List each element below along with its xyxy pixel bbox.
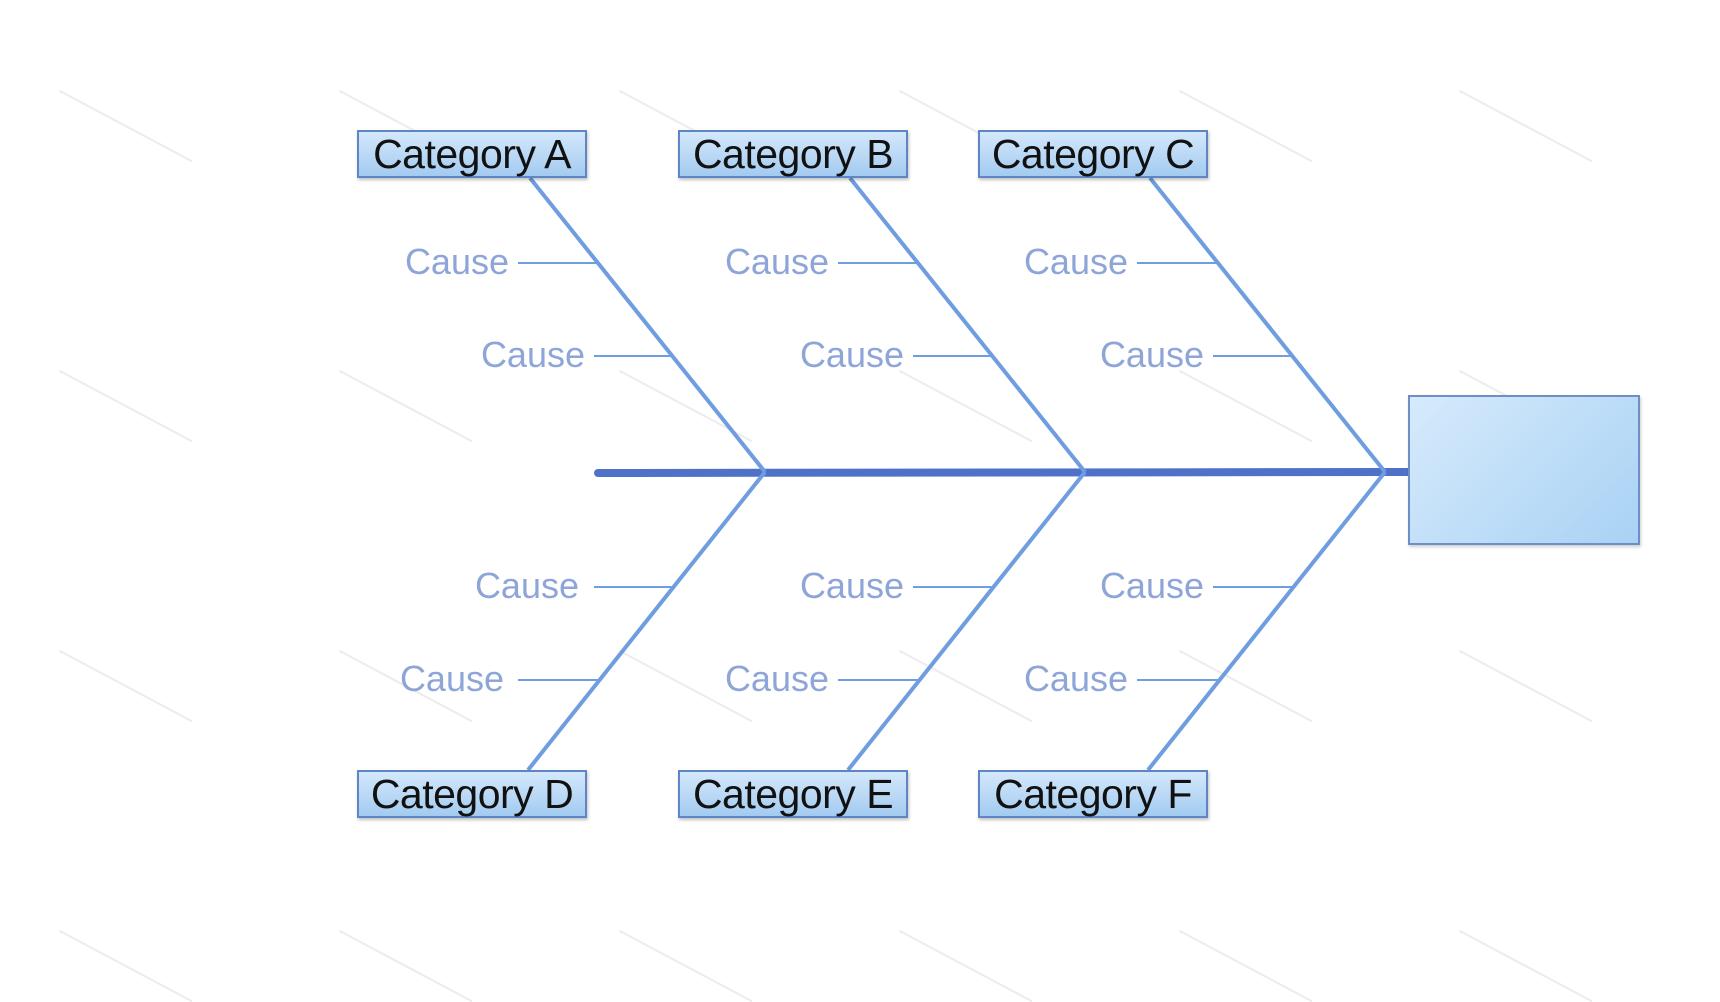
bone-d	[526, 470, 767, 772]
cause-label-b-1[interactable]: Cause	[724, 241, 829, 282]
bone-f	[1146, 470, 1387, 772]
cause-label-c-2[interactable]: Cause	[1099, 334, 1204, 375]
category-label-b: Category B	[692, 130, 894, 177]
cause-label-b-2[interactable]: Cause	[799, 334, 904, 375]
cause-label-e-2[interactable]: Cause	[724, 658, 829, 699]
category-label-f: Category F	[994, 770, 1192, 817]
cause-label-e-1[interactable]: Cause	[799, 565, 904, 606]
diagram-lines	[518, 176, 1412, 772]
category-box-c[interactable]: Category C	[978, 130, 1208, 178]
category-label-d: Category D	[370, 770, 574, 817]
cause-label-a-1[interactable]: Cause	[404, 241, 509, 282]
cause-label-f-1[interactable]: Cause	[1099, 565, 1204, 606]
fishbone-diagram: Category A Category B Category C Categor…	[59, 90, 1640, 1002]
bone-b	[848, 176, 1087, 474]
category-box-e[interactable]: Category E	[678, 770, 908, 818]
bone-a	[528, 176, 767, 474]
category-box-f[interactable]: Category F	[978, 770, 1208, 818]
cause-label-d-1[interactable]: Cause	[474, 565, 579, 606]
spine-line	[594, 468, 1412, 477]
category-label-c: Category C	[991, 130, 1195, 177]
cause-label-d-2[interactable]: Cause	[399, 658, 504, 699]
category-label-a: Category A	[373, 130, 571, 177]
category-box-d[interactable]: Category D	[357, 770, 587, 818]
bone-c	[1148, 176, 1387, 474]
category-label-e: Category E	[692, 770, 894, 817]
cause-label-f-2[interactable]: Cause	[1023, 658, 1128, 699]
category-box-b[interactable]: Category B	[678, 130, 908, 178]
effect-box[interactable]	[1408, 395, 1640, 545]
cause-label-c-1[interactable]: Cause	[1023, 241, 1128, 282]
category-box-a[interactable]: Category A	[357, 130, 587, 178]
bone-e	[846, 470, 1087, 772]
cause-label-a-2[interactable]: Cause	[480, 334, 585, 375]
